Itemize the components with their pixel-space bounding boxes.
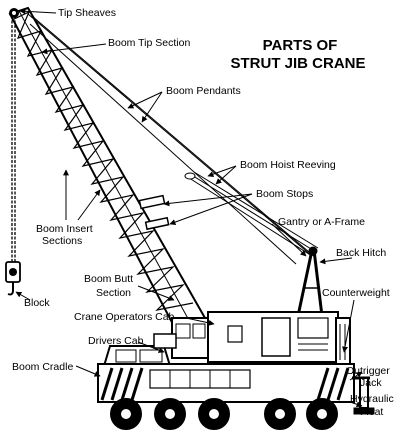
boom-lattice (11, 10, 194, 311)
leader-lines (15, 8, 363, 408)
upper-works (207, 311, 351, 365)
label-drivers-cab: Drivers Cab (88, 335, 144, 347)
operator-cab (171, 317, 209, 359)
label-tip-sheaves: Tip Sheaves (58, 7, 116, 19)
label-boom-insert-2: Sections (42, 235, 82, 247)
label-block: Block (24, 297, 50, 309)
carrier (97, 333, 355, 403)
title-line-2: STRUT JIB CRANE (230, 55, 365, 72)
label-gantry: Gantry or A-Frame (278, 216, 365, 228)
block (5, 261, 21, 296)
boom-hoist-reeving (184, 171, 319, 257)
label-crane-operators-cab: Crane Operators Cab (74, 311, 175, 323)
label-boom-butt-1: Boom Butt (84, 273, 133, 285)
tip-sheaves (9, 8, 19, 18)
label-boom-stops: Boom Stops (256, 188, 313, 200)
label-counterweight: Counterweight (322, 287, 390, 299)
label-hydraulic-1: Hydraulic (350, 393, 394, 405)
label-hydraulic-2: Float (360, 406, 383, 418)
title-line-1: PARTS OF (263, 37, 338, 54)
label-outrigger-2: Jack (360, 377, 382, 389)
rear-stripes (316, 367, 350, 401)
wheels (110, 398, 338, 430)
front-stripes (100, 367, 144, 401)
outrigger (352, 376, 375, 415)
label-outrigger-1: Outrigger (346, 365, 390, 377)
label-boom-butt-2: Section (96, 287, 131, 299)
label-boom-cradle: Boom Cradle (12, 361, 73, 373)
label-back-hitch: Back Hitch (336, 247, 386, 259)
gantry (296, 246, 324, 317)
label-boom-pendants: Boom Pendants (166, 85, 241, 97)
label-boom-hoist-reeving: Boom Hoist Reeving (240, 159, 336, 171)
hoist-line (11, 16, 16, 262)
label-boom-tip-section: Boom Tip Section (108, 37, 190, 49)
label-boom-insert-1: Boom Insert (36, 223, 93, 235)
